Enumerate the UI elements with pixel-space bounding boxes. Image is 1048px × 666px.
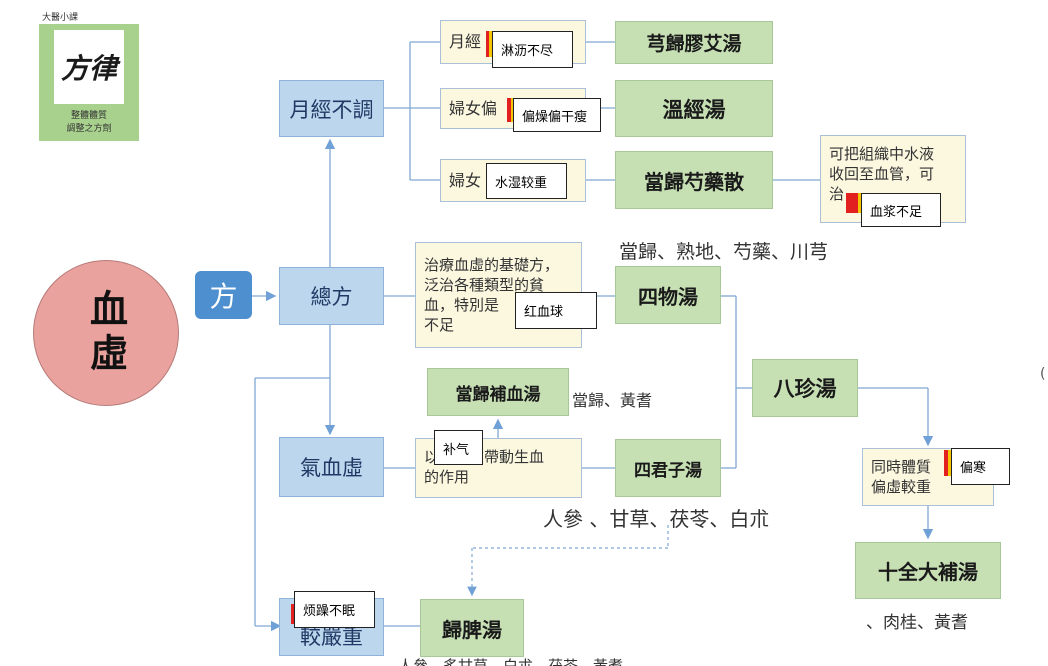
category-yuejing: 月經不調 [279,80,384,137]
rx-shiquan: 十全大補湯 [855,542,1001,599]
note-hongxueqiu: 红血球 [515,292,597,329]
desc-funu-b-text: 婦女偏 [449,98,498,118]
desc-yuejing-a-text: 月經 [449,32,482,51]
logo-calligraphy: 方律 [60,52,117,85]
rx-siwu: 四物湯 [615,266,721,324]
note-buqi: 补气 [434,430,483,465]
note-bar-linli [486,31,492,57]
logo-caption: 整體體質 調整之方劑 [66,111,112,134]
note-bar-xuejiang [846,193,861,213]
note-xuejiang: 血浆不足 [861,193,941,227]
note-linli: 淋沥不尽 [492,31,573,68]
note-bar-pianhan [944,450,951,476]
rx-bazhen: 八珍湯 [752,359,858,417]
ingredients-sijunzi: 人參 、甘草、茯苓、白朮 [543,507,770,531]
category-severe-label: 較嚴重 [300,625,363,649]
ingredients-shiquan: 、肉桂、黃耆 [866,613,968,633]
root-label: 血虛 [83,289,129,377]
root-node: 血虛 [33,260,179,406]
rx-sijunzi: 四君子湯 [615,439,721,497]
desc-funu-c-text: 婦女 [449,170,482,190]
rx-danggui-buxue: 當歸補血湯 [427,368,569,416]
note-fanzao: 烦躁不眠 [294,591,375,628]
rx-guipi: 歸脾湯 [420,599,524,657]
category-qixue: 氣血虛 [279,437,384,497]
ingredients-danggui-buxue: 當歸、黃耆 [572,391,653,410]
logo-calligraphy-panel: 方律 [54,30,124,104]
logo-block: 方律 整體體質 調整之方劑 [39,24,139,141]
ingredients-siwu: 當歸、熟地、芍藥、川芎 [619,241,829,263]
rx-danggui-shaoyao: 當歸芍藥散 [615,151,773,209]
logo-brand: 大醫小課 [42,13,79,23]
desc-qixue: 以 方帶動生血 的作用 [415,438,582,498]
rx-xionggui: 芎歸膠艾湯 [615,21,773,64]
note-pianhan: 偏寒 [951,448,1010,485]
rx-wenjing: 溫經湯 [615,80,773,137]
note-shuishi: 水湿较重 [486,163,567,199]
note-pianzao: 偏燥偏干瘦 [513,98,601,132]
fang-node: 方 [195,271,252,319]
edge-glyph: ( [1040,366,1046,382]
ingredients-guipi: 人參、炙甘草、白朮、茯苓、黃耆 [398,657,624,666]
note-bar-pianzao [507,98,514,122]
category-zongfang: 總方 [279,267,384,325]
